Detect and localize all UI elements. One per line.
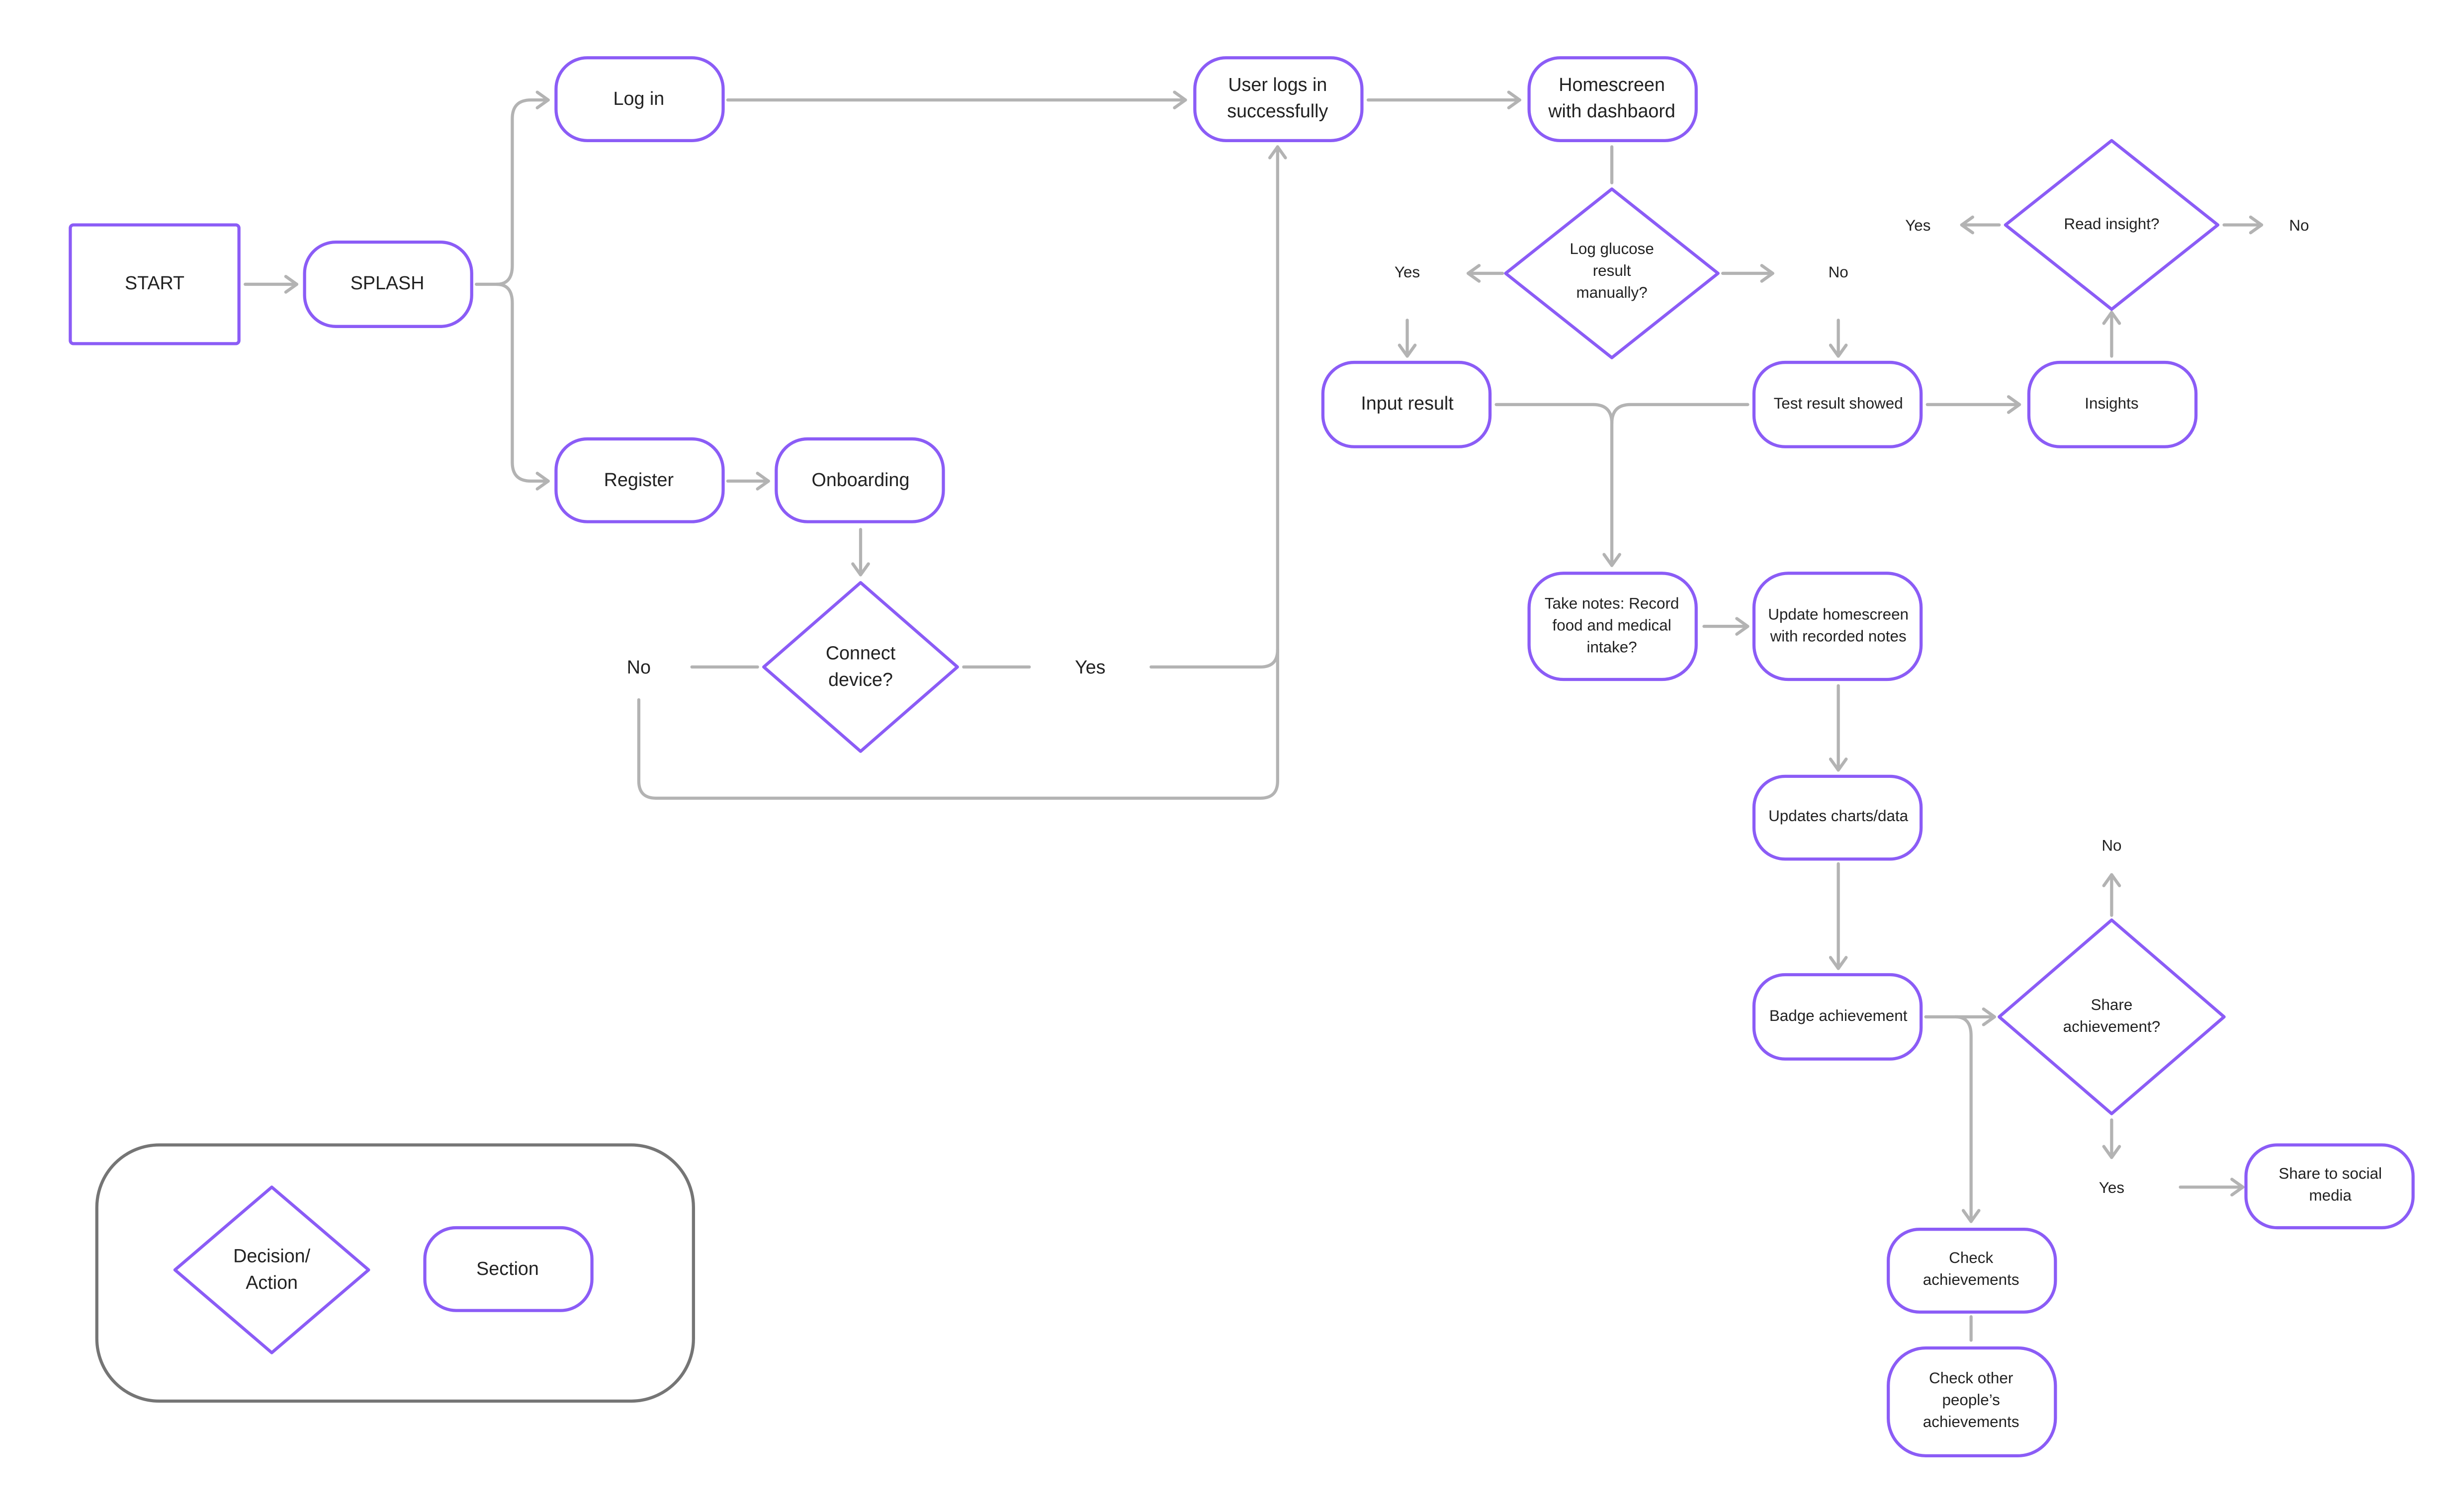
share-social-label-line1: Share to social — [2278, 1165, 2382, 1182]
badge-shape — [1752, 973, 1923, 1061]
connect-device-label-line2: device? — [828, 669, 893, 690]
log-glucose-label-line3: manually? — [1576, 284, 1648, 301]
share-social-shape — [2244, 1143, 2415, 1230]
legend-decision-shape — [173, 1185, 370, 1354]
node-start[interactable]: START — [69, 223, 241, 345]
homescreen-label-line2: with dashbaord — [1548, 100, 1675, 121]
legend-decision-label-line2: Action — [246, 1272, 298, 1293]
edge-testresult-takenotes — [1602, 403, 1749, 567]
update-home-label-line1: Update homescreen — [1768, 605, 1909, 623]
share-achievement-label-line2: achievement? — [2063, 1018, 2161, 1035]
node-logged-in[interactable]: User logs in successfully — [1193, 56, 1364, 142]
test-result-label: Test result showed — [1774, 395, 1903, 412]
node-update-home[interactable]: Update homescreen with recorded notes — [1752, 572, 1923, 681]
edge-no-loop-to-loggedin — [637, 145, 1287, 800]
read-yes-label: Yes — [1905, 217, 1930, 234]
take-notes-label-line2: food and medical — [1553, 616, 1671, 634]
homescreen-shape — [1527, 56, 1698, 142]
log-glucose-label-line1: Log glucose — [1570, 240, 1654, 257]
node-test-result[interactable]: Test result showed — [1752, 360, 1923, 448]
share-no-label: No — [2101, 837, 2121, 854]
take-notes-label-line1: Take notes: Record — [1545, 594, 1679, 612]
test-result-shape — [1752, 360, 1923, 448]
take-notes-shape — [1527, 572, 1698, 681]
check-others-shape — [1887, 1346, 2057, 1458]
edge-splash-login — [475, 90, 550, 286]
updates-charts-label: Updates charts/data — [1768, 807, 1909, 825]
node-check-achievements[interactable]: Check achievements — [1887, 1228, 2057, 1314]
log-glucose-label-line2: result — [1593, 262, 1631, 279]
input-result-shape — [1321, 360, 1492, 448]
share-achievement-label-line1: Share — [2091, 996, 2133, 1013]
legend-decision-label-line1: Decision/ — [233, 1246, 311, 1266]
login-label: Log in — [613, 88, 665, 109]
node-insights[interactable]: Insights — [2027, 360, 2198, 448]
connect-device-shape — [762, 581, 959, 753]
node-badge[interactable]: Badge achievement — [1752, 973, 1923, 1061]
onboarding-shape — [775, 437, 945, 523]
edge-inputresult-takenotes — [1494, 403, 1614, 425]
log-glucose-shape — [1504, 187, 1720, 359]
node-check-others[interactable]: Check other people’s achievements — [1887, 1346, 2057, 1458]
node-login[interactable]: Log in — [554, 56, 725, 142]
check-others-label-line3: achievements — [1923, 1413, 2019, 1430]
updates-charts-shape — [1752, 774, 1923, 861]
check-achievements-label-line2: achievements — [1923, 1271, 2019, 1288]
badge-label: Badge achievement — [1769, 1007, 1908, 1024]
node-homescreen[interactable]: Homescreen with dashbaord — [1527, 56, 1698, 142]
node-share-achievement[interactable]: Share achievement? — [1998, 918, 2226, 1115]
insights-shape — [2027, 360, 2198, 448]
edge-badge-checkach — [1954, 1015, 1981, 1223]
legend-section-shape — [423, 1226, 594, 1312]
start-label: START — [125, 272, 184, 293]
node-log-glucose[interactable]: Log glucose result manually? — [1504, 187, 1720, 359]
node-share-social[interactable]: Share to social media — [2244, 1143, 2415, 1230]
onboarding-label: Onboarding — [812, 469, 910, 490]
logged-in-label-line1: User logs in — [1228, 74, 1327, 95]
log-no-label: No — [1829, 263, 1848, 281]
node-splash[interactable]: SPLASH — [303, 240, 473, 328]
log-yes-label: Yes — [1395, 263, 1420, 281]
read-no-label: No — [2289, 217, 2309, 234]
node-onboarding[interactable]: Onboarding — [775, 437, 945, 523]
logged-in-shape — [1193, 56, 1364, 142]
register-shape — [554, 437, 725, 523]
share-yes-label: Yes — [2099, 1179, 2124, 1196]
edge-yes-to-loggedin — [1149, 648, 1279, 669]
connect-device-label-line1: Connect — [826, 643, 896, 664]
node-connect-device[interactable]: Connect device? — [762, 581, 959, 753]
logged-in-label-line2: successfully — [1227, 100, 1328, 121]
node-take-notes[interactable]: Take notes: Record food and medical inta… — [1527, 572, 1698, 681]
connect-yes-label: Yes — [1075, 657, 1105, 677]
check-others-label-line1: Check other — [1929, 1369, 2013, 1387]
start-shape — [69, 223, 241, 345]
check-others-label-line2: people’s — [1942, 1391, 2000, 1409]
legend: Decision/ Action Section — [95, 1143, 696, 1403]
read-insight-shape — [2004, 139, 2220, 311]
connectors — [244, 90, 2264, 1342]
node-input-result[interactable]: Input result — [1321, 360, 1492, 448]
connect-no-label: No — [627, 657, 651, 677]
login-shape — [554, 56, 725, 142]
input-result-label: Input result — [1361, 393, 1454, 414]
read-insight-label: Read insight? — [2064, 215, 2159, 233]
homescreen-label-line1: Homescreen — [1559, 74, 1665, 95]
splash-label: SPLASH — [350, 272, 425, 293]
edge-splash-register — [495, 282, 550, 491]
node-read-insight[interactable]: Read insight? — [2004, 139, 2220, 311]
update-home-shape — [1752, 572, 1923, 681]
share-achievement-shape — [1998, 918, 2226, 1115]
node-register[interactable]: Register — [554, 437, 725, 523]
node-updates-charts[interactable]: Updates charts/data — [1752, 774, 1923, 861]
check-achievements-label-line1: Check — [1949, 1249, 1993, 1266]
splash-shape — [303, 240, 473, 328]
take-notes-label-line3: intake? — [1586, 638, 1637, 656]
check-achievements-shape — [1887, 1228, 2057, 1314]
update-home-label-line2: with recorded notes — [1770, 627, 1907, 645]
register-label: Register — [604, 469, 674, 490]
legend-section-label: Section — [476, 1258, 539, 1279]
share-social-label-line2: media — [2309, 1186, 2352, 1204]
insights-label: Insights — [2085, 395, 2138, 412]
